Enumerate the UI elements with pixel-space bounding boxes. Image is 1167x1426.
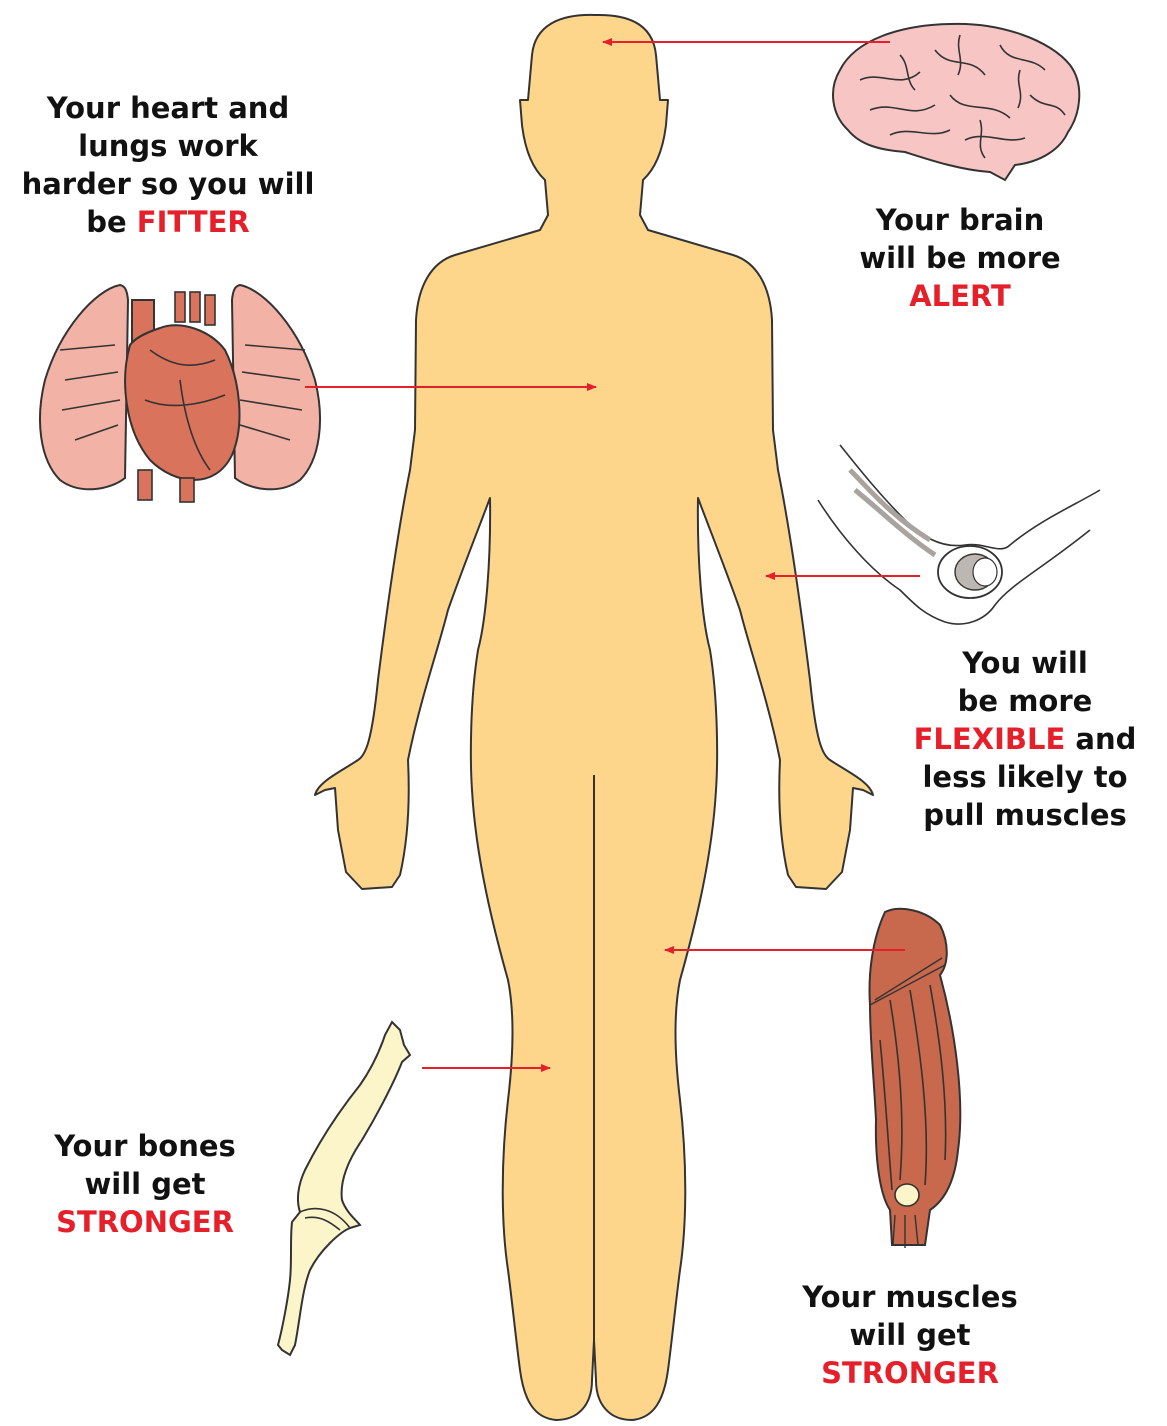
heart-caption-highlight: FITTER — [137, 205, 250, 239]
bones-caption: Your bones will get STRONGER — [30, 1127, 260, 1241]
brain-caption-line1: Your brain — [840, 201, 1080, 239]
joint-caption-line4: less likely to — [900, 758, 1150, 796]
heart-caption-line1: Your heart and — [18, 89, 318, 127]
heart-caption: Your heart and lungs work harder so you … — [18, 89, 318, 241]
muscles-caption-line1: Your muscles — [790, 1278, 1030, 1316]
brain-icon — [833, 24, 1079, 180]
brain-caption-line2: will be more — [840, 239, 1080, 277]
muscles-caption: Your muscles will get STRONGER — [790, 1278, 1030, 1392]
muscles-caption-highlight: STRONGER — [790, 1354, 1030, 1392]
heart-caption-line4: be FITTER — [18, 203, 318, 241]
joint-caption-line3: FLEXIBLE and — [900, 720, 1150, 758]
bones-caption-highlight: STRONGER — [30, 1203, 260, 1241]
heart-caption-line3: harder so you will — [18, 165, 318, 203]
joint-caption-line2: be more — [900, 682, 1150, 720]
human-body-silhouette — [315, 15, 873, 1420]
brain-caption-highlight: ALERT — [840, 277, 1080, 315]
joint-caption-highlight: FLEXIBLE — [914, 722, 1066, 756]
elbow-joint-icon — [818, 445, 1100, 624]
heart-caption-prefix: be — [86, 205, 137, 239]
heart-lungs-icon — [40, 285, 320, 502]
brain-caption: Your brain will be more ALERT — [840, 201, 1080, 315]
muscles-caption-line2: will get — [790, 1316, 1030, 1354]
thigh-muscle-icon — [870, 909, 961, 1248]
joint-caption-line1: You will — [900, 644, 1150, 682]
joint-caption-line5: pull muscles — [900, 796, 1150, 834]
joint-caption-suffix: and — [1065, 722, 1136, 756]
heart-caption-line2: lungs work — [18, 127, 318, 165]
joint-caption: You will be more FLEXIBLE and less likel… — [900, 644, 1150, 834]
bones-caption-line1: Your bones — [30, 1127, 260, 1165]
bones-caption-line2: will get — [30, 1165, 260, 1203]
leg-bone-icon — [278, 1022, 410, 1355]
